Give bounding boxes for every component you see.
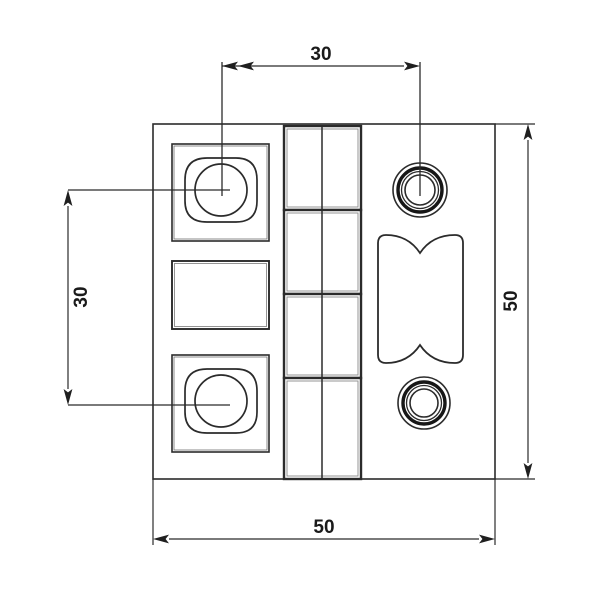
left-leaf-features	[171, 143, 270, 453]
dim-label-bottom: 50	[313, 517, 334, 538]
arrowhead-up	[523, 124, 533, 140]
dimension-left-hole-spacing: 30	[63, 189, 230, 406]
left-upper-counterbore	[171, 143, 270, 242]
right-spool-relief	[377, 234, 464, 364]
left-lower-counterbore	[171, 354, 270, 453]
left-middle-pocket	[171, 260, 270, 330]
arrowhead-left	[153, 534, 169, 544]
arrowhead-right	[479, 534, 495, 544]
dim-label-right: 50	[501, 290, 522, 311]
dimension-overall-width: 50	[152, 479, 496, 545]
right-lower-hole	[397, 376, 451, 430]
center-knuckle	[282, 124, 363, 481]
arrowhead-down	[523, 463, 533, 479]
arrowhead-right	[404, 61, 420, 71]
right-leaf-features	[377, 162, 464, 430]
dimension-top-hole-spacing: 30	[221, 44, 421, 196]
arrowhead-up	[63, 190, 73, 206]
arrowhead-left	[222, 61, 238, 71]
dim-label-top: 30	[310, 44, 331, 65]
dim-label-left: 30	[71, 286, 92, 307]
arrowhead-down	[63, 389, 73, 405]
dimension-overall-height: 50	[495, 123, 535, 480]
